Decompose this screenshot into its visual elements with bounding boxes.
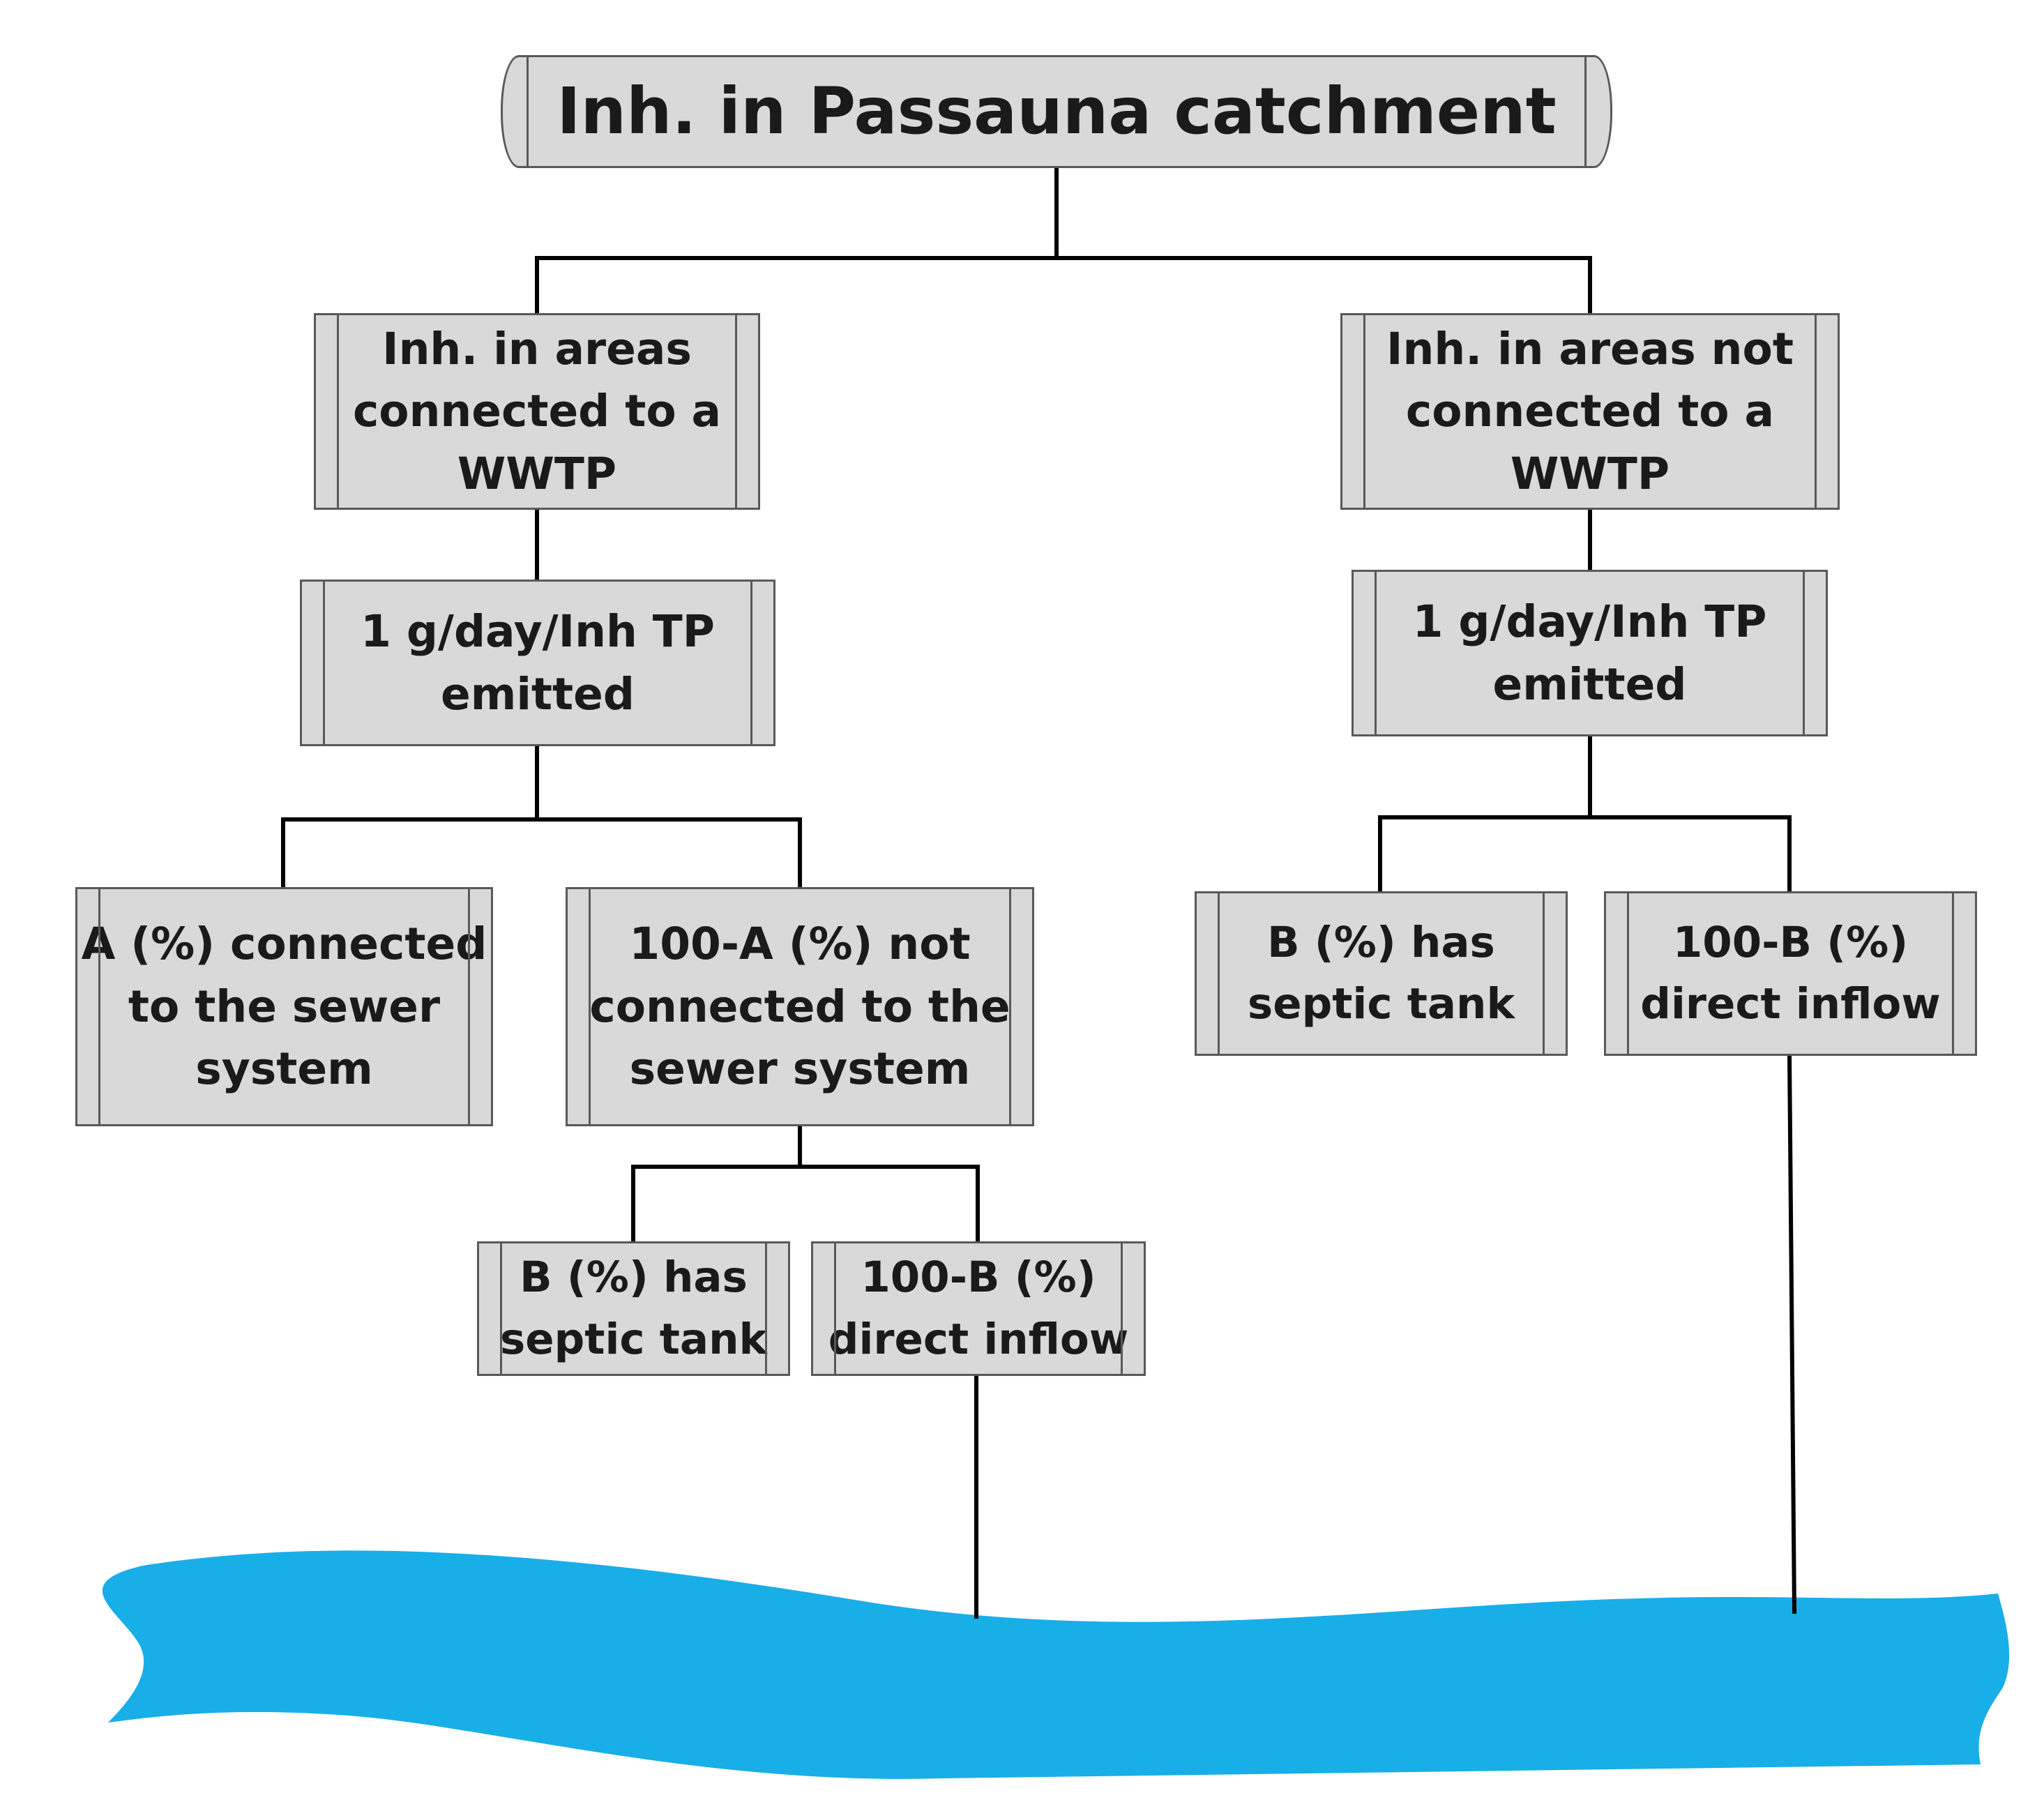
right-septic-label: B (%) has septic tank	[1247, 917, 1515, 1029]
left-septic-label: B (%) has septic tank	[499, 1253, 768, 1364]
left-direct-inflow-node: 100-B (%) direct inflow	[811, 1241, 1146, 1376]
right-direct-inflow-label: 100-B (%) direct inflow	[1640, 917, 1941, 1029]
left-branch-title-node: Inh. in areas connected to a WWTP	[314, 313, 760, 510]
root-label: Inh. in Passauna catchment	[557, 74, 1557, 149]
left-direct-inflow-label: 100-B (%) direct inflow	[828, 1253, 1129, 1364]
connected-sewer-node: A (%) connected to the sewer system	[75, 887, 493, 1126]
not-connected-sewer-node: 100-A (%) not connected to the sewer sys…	[566, 887, 1034, 1126]
right-branch-title-label: Inh. in areas not connected to a WWTP	[1386, 323, 1794, 499]
right-direct-inflow-node: 100-B (%) direct inflow	[1604, 891, 1977, 1056]
connected-sewer-label: A (%) connected to the sewer system	[81, 918, 487, 1095]
left-branch-title-label: Inh. in areas connected to a WWTP	[352, 323, 722, 499]
river	[102, 1550, 2010, 1779]
right-branch-title-node: Inh. in areas not connected to a WWTP	[1340, 313, 1840, 510]
root-node: Inh. in Passauna catchment	[501, 55, 1612, 168]
left-emission-node: 1 g/day/Inh TP emitted	[300, 580, 775, 746]
right-emission-label: 1 g/day/Inh TP emitted	[1412, 596, 1767, 710]
left-septic-node: B (%) has septic tank	[477, 1241, 790, 1376]
right-emission-node: 1 g/day/Inh TP emitted	[1352, 570, 1828, 736]
right-septic-node: B (%) has septic tank	[1195, 891, 1568, 1056]
left-emission-label: 1 g/day/Inh TP emitted	[361, 606, 715, 720]
not-connected-sewer-label: 100-A (%) not connected to the sewer sys…	[589, 918, 1010, 1095]
arrow-right-direct-to-river	[1787, 1052, 1797, 1614]
